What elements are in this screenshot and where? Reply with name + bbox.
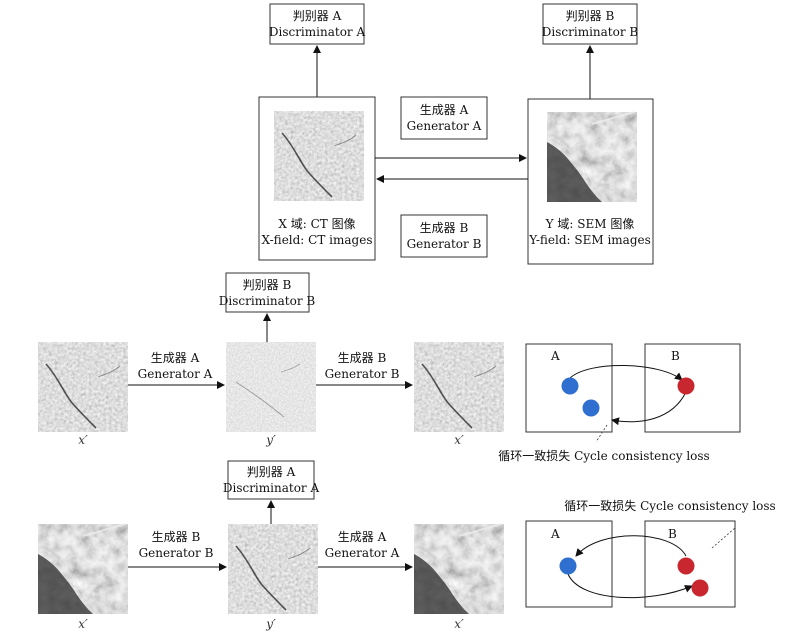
row2-gen2-label-zh: 生成器 A (338, 530, 387, 544)
cycle1-label-b: B (671, 349, 680, 363)
row2-input-image (38, 524, 128, 614)
row2-discriminator-label-en: Discriminator A (223, 481, 320, 495)
cycle1-red-dot (677, 377, 695, 395)
cycle1-loss-pointer (595, 424, 608, 443)
cycle2-red-dot-1 (677, 557, 695, 575)
row1-reconstructed-image (414, 342, 504, 432)
generator-a-label-en: Generator A (407, 119, 482, 133)
cycle2-loss-label: 循环一致损失 Cycle consistency loss (564, 498, 775, 513)
row2-gen2-label-en: Generator A (325, 546, 400, 560)
generator-b-label-en: Generator B (407, 237, 482, 251)
x-domain-label-zh: X 域: CT 图像 (278, 217, 355, 231)
row1-caption-2: y′ (265, 433, 276, 447)
y-domain-sem-image (547, 112, 637, 202)
row1-caption-1: x′ (78, 433, 88, 447)
discriminator-a-label-en: Discriminator A (269, 25, 366, 39)
cycle2-label-a: A (550, 527, 560, 541)
row1-gen1-label-zh: 生成器 A (151, 351, 200, 365)
row2-generated-image (228, 524, 318, 614)
cycle2-backward-arrow (567, 573, 693, 599)
generator-b-box (400, 214, 488, 258)
row1-gen1-label-en: Generator A (138, 367, 213, 381)
row2-gen1-label-en: Generator B (139, 546, 214, 560)
cycle1-blue-dot-2 (582, 399, 600, 417)
cycle2-loss-pointer (711, 527, 736, 549)
generator-b-label-zh: 生成器 B (420, 221, 469, 235)
cycle1-backward-arrow (611, 391, 687, 426)
y-domain-label-zh: Y 域: SEM 图像 (545, 217, 635, 231)
row1-generated-image (226, 342, 316, 432)
x-domain-ct-image (274, 111, 364, 201)
row1-gen2-label-zh: 生成器 B (338, 351, 387, 365)
row1-discriminator-box (225, 272, 310, 313)
row2-caption-1: x′ (78, 617, 88, 631)
row2-caption-2: y′ (265, 617, 276, 631)
row1-caption-3: x′ (454, 433, 464, 447)
discriminator-b-label-zh: 判别器 B (566, 9, 615, 23)
cycle1-blue-dot-1 (561, 377, 579, 395)
generator-a-label-zh: 生成器 A (420, 103, 469, 117)
cycle2-forward-arrow (575, 535, 687, 557)
y-domain-label-en: Y-field: SEM images (528, 233, 651, 247)
row2-gen1-label-zh: 生成器 B (152, 530, 201, 544)
cycle2-red-dot-2 (691, 579, 709, 597)
cycle1-loss-label: 循环一致损失 Cycle consistency loss (498, 448, 709, 463)
row1-discriminator-label-zh: 判别器 B (243, 278, 292, 292)
discriminator-b-label-en: Discriminator B (542, 25, 639, 39)
discriminator-b-box (542, 3, 638, 45)
discriminator-a-label-zh: 判别器 A (293, 9, 342, 23)
row2-discriminator-box (227, 460, 315, 500)
x-domain-label-en: X-field: CT images (262, 233, 373, 247)
cycle1-label-a: A (550, 349, 560, 363)
cycle2-blue-dot (559, 557, 577, 575)
cycle2-label-b: B (668, 527, 677, 541)
row2-reconstructed-image (414, 524, 504, 614)
cycle1-forward-arrow (569, 365, 683, 381)
row1-gen2-label-en: Generator B (325, 367, 400, 381)
row2-discriminator-label-zh: 判别器 A (247, 465, 296, 479)
generator-a-box (400, 96, 488, 140)
row2-caption-3: x′ (454, 617, 464, 631)
row1-input-image (38, 342, 128, 432)
discriminator-a-box (269, 3, 365, 45)
row1-discriminator-label-en: Discriminator B (219, 294, 316, 308)
